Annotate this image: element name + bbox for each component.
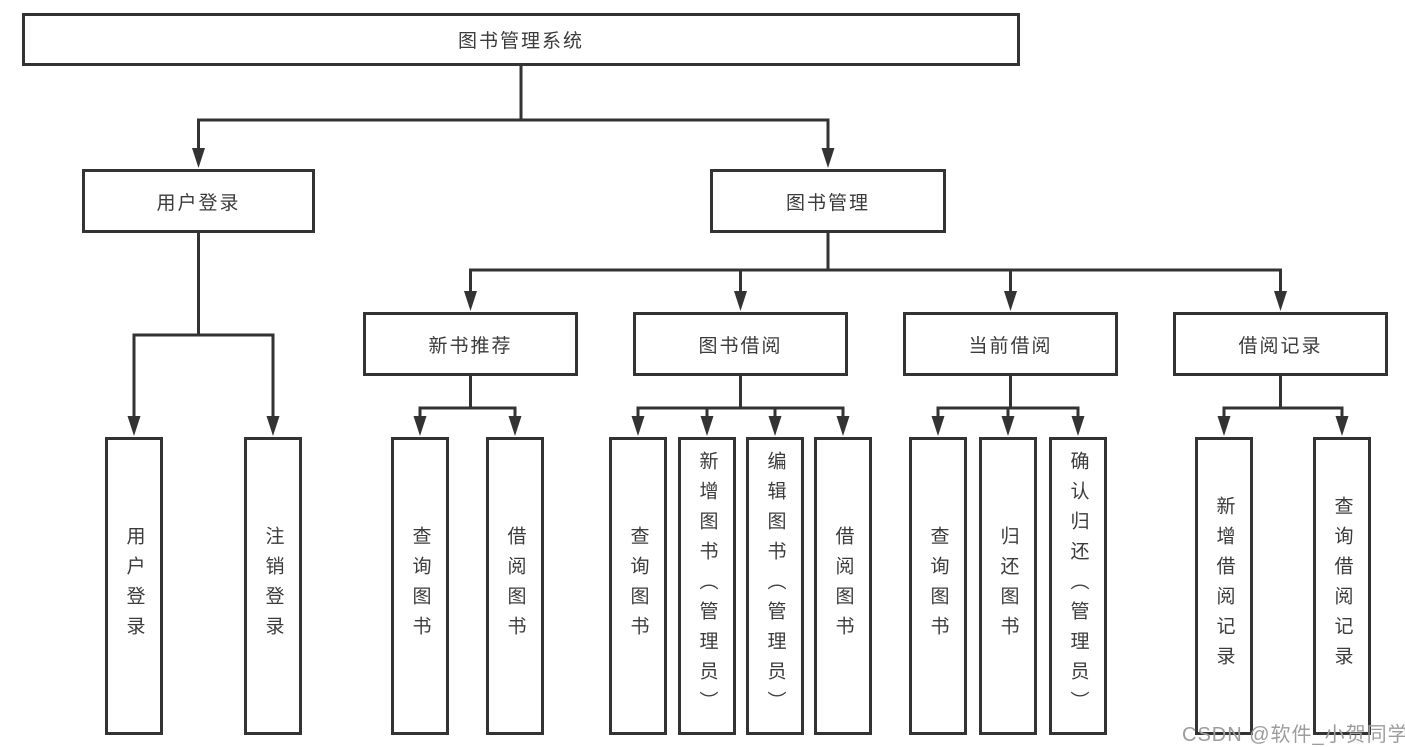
node-current-borrowing: 当前借阅: [903, 312, 1118, 376]
leaf-borrow-books-borrow: 借阅图书: [814, 437, 872, 735]
leaf-query-books-recommend: 查询图书: [391, 437, 449, 735]
node-book-borrowing: 图书借阅: [633, 312, 848, 376]
leaf-user-login: 用户登录: [105, 437, 163, 735]
node-book-management: 图书管理: [710, 169, 946, 233]
leaf-return-book: 归还图书: [979, 437, 1037, 735]
leaf-logout: 注销登录: [244, 437, 302, 735]
leaf-add-book-admin: 新增图书（管理员）: [678, 437, 736, 735]
leaf-query-books-borrow: 查询图书: [609, 437, 667, 735]
leaf-borrow-books-recommend: 借阅图书: [486, 437, 544, 735]
csdn-watermark: CSDN @软件_小贺同学: [1182, 724, 1405, 746]
node-new-book-recommend: 新书推荐: [363, 312, 578, 376]
arrowhead-icons: [127, 148, 1349, 436]
leaf-query-books-current: 查询图书: [909, 437, 967, 735]
leaf-query-borrow-record: 查询借阅记录: [1313, 437, 1371, 735]
node-borrowing-records: 借阅记录: [1173, 312, 1388, 376]
node-user-login: 用户登录: [82, 169, 315, 233]
node-root-system: 图书管理系统: [22, 13, 1020, 66]
leaf-confirm-return-admin: 确认归还（管理员）: [1049, 437, 1107, 735]
leaf-add-borrow-record: 新增借阅记录: [1195, 437, 1253, 735]
leaf-edit-book-admin: 编辑图书（管理员）: [746, 437, 804, 735]
